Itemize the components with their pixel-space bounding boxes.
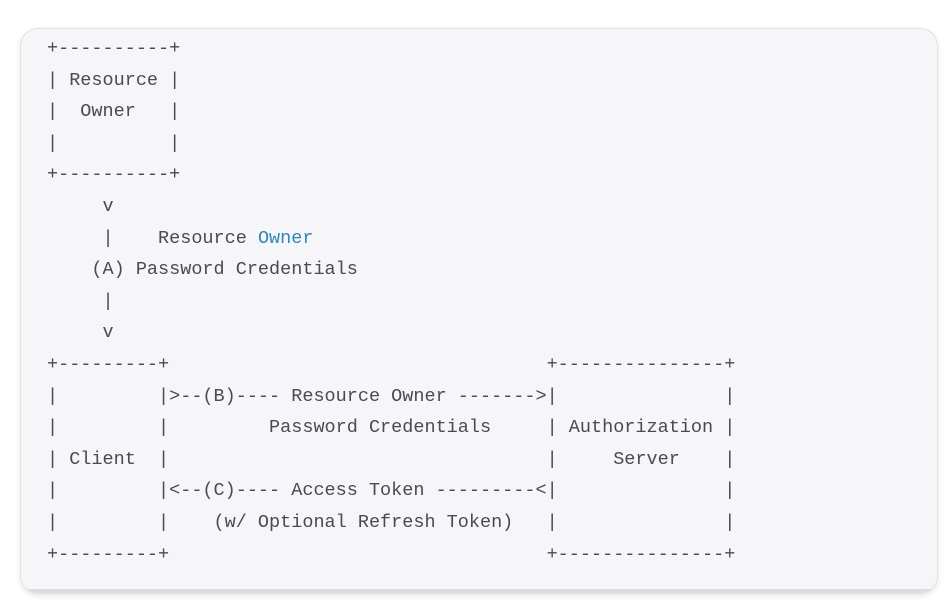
diagram-line: v: [47, 195, 114, 217]
diagram-line: (A) Password Credentials: [47, 259, 358, 281]
diagram-line-text: | Resource: [47, 227, 258, 249]
ascii-diagram: +----------+ | Resource | | Owner | | | +---…: [47, 33, 735, 570]
diagram-line: | Resource Owner: [47, 223, 735, 255]
diagram-line: | Resource |: [47, 69, 181, 91]
diagram-line: | | (w/ Optional Refresh Token) | |: [47, 511, 736, 533]
diagram-line: +----------+: [47, 38, 181, 59]
diagram-line: | Owner |: [47, 101, 181, 123]
highlighted-keyword: Owner: [257, 227, 314, 249]
diagram-line: v: [47, 322, 114, 344]
diagram-line: | | Password Credentials | Authorization…: [47, 417, 736, 439]
diagram-line: | Client | | Server |: [47, 448, 736, 470]
diagram-line: +---------+ +---------------+: [47, 543, 736, 565]
diagram-line: | |: [47, 132, 181, 154]
diagram-line: |: [47, 290, 114, 312]
code-block: +----------+ | Resource | | Owner | | | +---…: [20, 28, 938, 594]
diagram-line: | |<--(C)---- Access Token ---------<| |: [47, 480, 736, 502]
diagram-line: +---------+ +---------------+: [47, 353, 736, 375]
diagram-line: +----------+: [47, 164, 181, 186]
diagram-line: | |>--(B)---- Resource Owner ------->| |: [47, 385, 736, 407]
